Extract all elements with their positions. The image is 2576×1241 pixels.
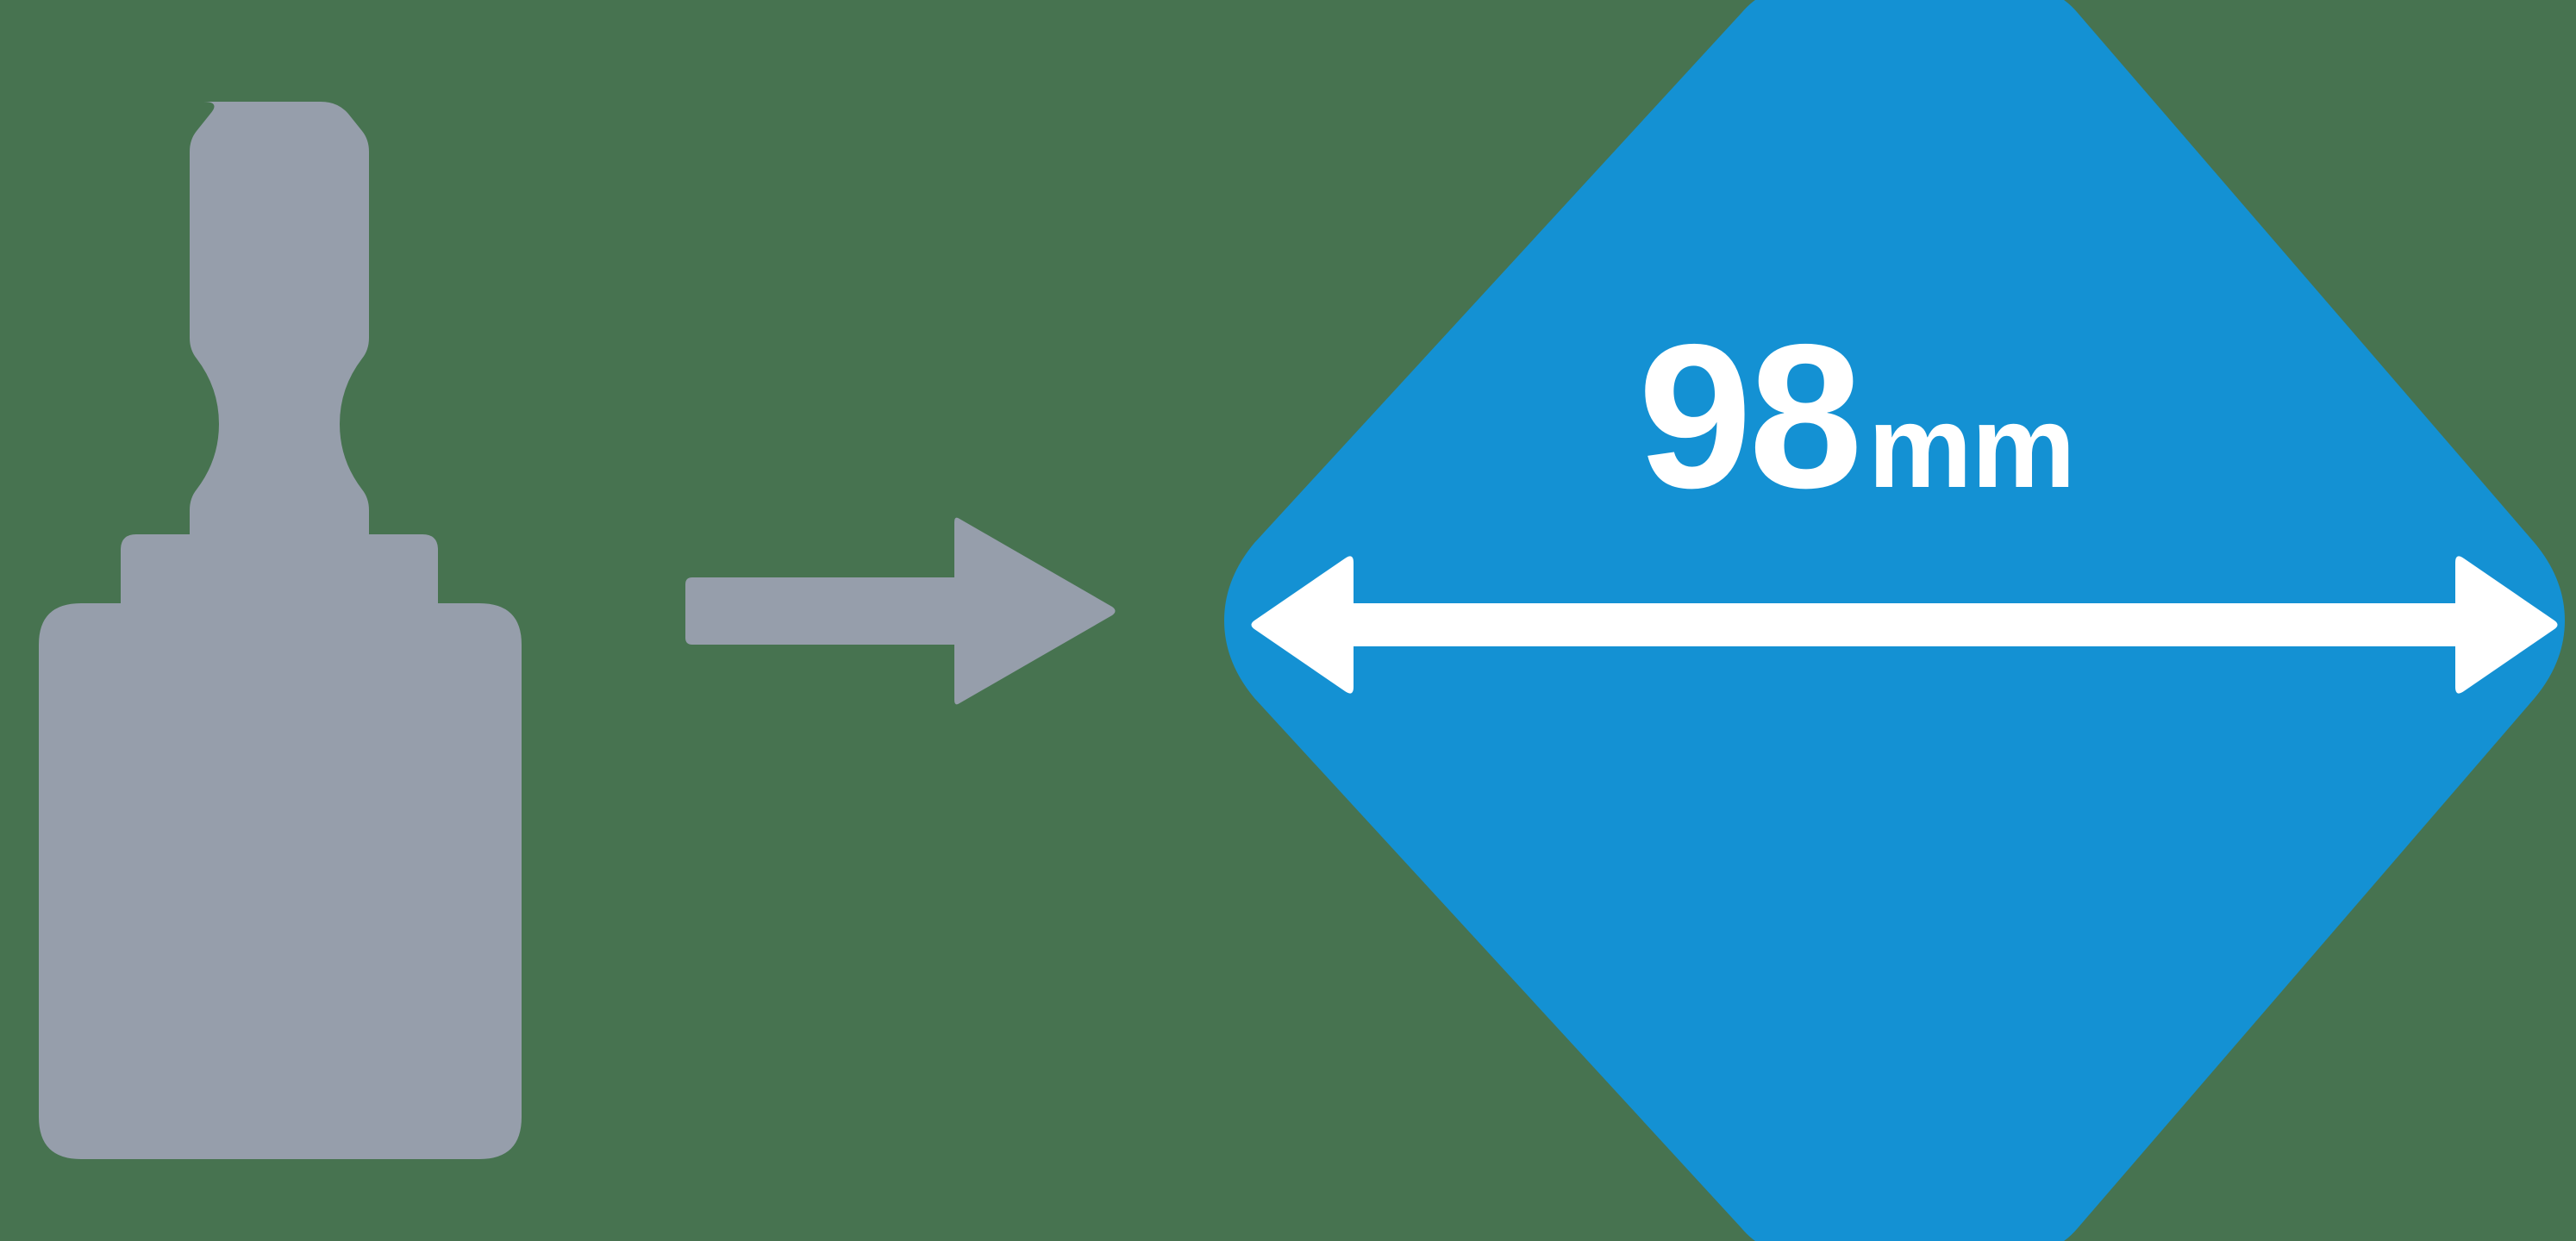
- right-arrow-shape: [685, 517, 1116, 705]
- measurement-label: 98 mm: [1638, 302, 2076, 531]
- socket-silhouette-shape: [39, 102, 522, 1159]
- measurement-unit: mm: [1867, 381, 2076, 512]
- double-headed-dimension-arrow-icon: [1251, 556, 2558, 694]
- measurement-value: 98: [1638, 302, 1863, 531]
